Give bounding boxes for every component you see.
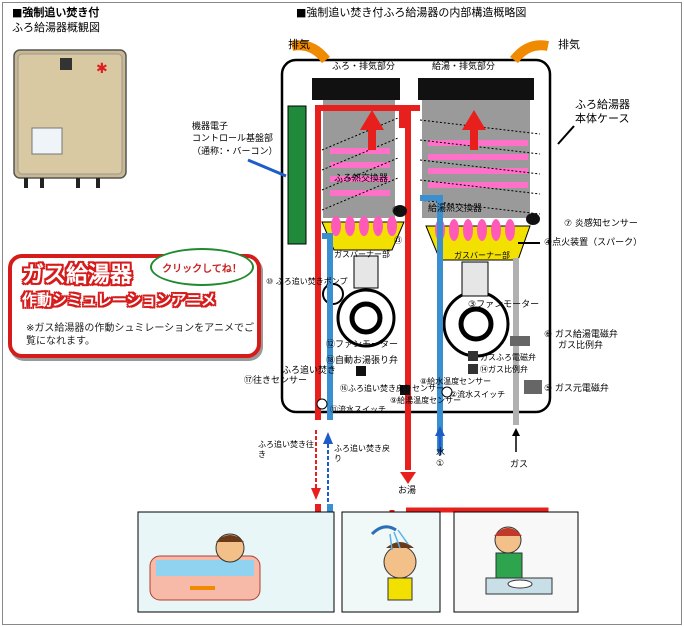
igniter-label: ④点火装置（スパーク）	[544, 238, 643, 248]
exterior-title-2: ふろ給湯器概観図	[12, 21, 100, 34]
promo-note: ※ガス給湯器の作動シュミレーションをアニメでご覧になれます。	[26, 323, 254, 347]
water-flow-switch-icon	[441, 386, 453, 398]
gas-hot-valve-label-1: ⑥ ガス給湯電磁弁	[544, 330, 618, 340]
exhaust-left-label: 排気	[288, 38, 310, 51]
bath-go-sensor-1: ふろ追い焚き	[282, 366, 337, 376]
coil-lines	[321, 117, 541, 215]
sensor-15	[393, 205, 407, 217]
shower-illustration	[370, 525, 417, 601]
case-label-2: 本体ケース	[575, 112, 630, 125]
bath-return-pipe	[322, 233, 333, 420]
gas-hot-valve-label-2: ガス比例弁	[558, 341, 604, 351]
control-board	[287, 105, 307, 245]
flame-sensor-icon	[526, 213, 540, 225]
exterior-unit-illustration: ✱	[13, 49, 127, 188]
flow-switch-label: ②流水スイッチ	[450, 390, 506, 399]
hot-heat-arrow	[462, 110, 486, 150]
bath-return-label: ふろ追い焚き戻り	[334, 444, 390, 463]
svg-text:✱: ✱	[96, 61, 108, 77]
vent-bath-label: ふろ・排気部分	[332, 62, 396, 72]
water-in-label: 水	[436, 448, 446, 458]
control-label-2: コントロール基盤部	[192, 134, 274, 144]
exhaust-left-arrow	[291, 40, 330, 64]
gas-bath-valve-label: ガスふろ電磁弁	[480, 353, 536, 362]
water-flow-sensor-label: ⑧給水温度センサー	[420, 377, 492, 386]
vent-hot-label: 給湯・排気部分	[432, 62, 496, 72]
control-label-1: 機器電子	[192, 122, 229, 132]
main-title: ■強制追い焚き付ふろ給湯器の内部構造概略図	[296, 6, 527, 19]
hot-out-label: お湯	[398, 486, 417, 496]
click-me-button[interactable]: クリックしてね！	[150, 248, 254, 286]
flow-switch-icon	[316, 398, 328, 410]
bath-fan-motor	[336, 255, 396, 348]
control-pointer-arrow	[247, 158, 287, 178]
hot-temp-sensor-label: ⑨給湯温度センサー	[390, 396, 462, 405]
bath-heat-exchanger	[330, 148, 390, 196]
exhaust-right-label: 排気	[558, 38, 580, 51]
label-15: ⑮	[392, 206, 400, 215]
hot-temp-sensor-box	[400, 385, 410, 395]
promo-title: ガス給湯器	[22, 263, 133, 288]
hot-hx-label: 給湯熱交換器	[428, 204, 483, 214]
pump-label: ⑩ ふろ追い焚きポンプ	[266, 277, 348, 286]
gas-hot-valve	[510, 336, 530, 346]
control-label-3: （通称：・バーコン）	[192, 147, 278, 157]
bathtub-illustration	[149, 533, 261, 601]
auto-fill-label: ⑱自動お湯張り弁	[326, 356, 399, 366]
hot-burner	[425, 219, 531, 261]
fan-right-label: ③ファンモーター	[468, 300, 540, 310]
bath-hot-pipe	[315, 105, 405, 420]
cold-water-pipe	[420, 195, 443, 452]
water-num-label: ①	[436, 459, 445, 469]
gas-ratio-valve-box	[468, 364, 478, 374]
case-pointer	[557, 125, 575, 145]
exterior-title-1: ■強制追い焚き付	[12, 6, 100, 19]
flame-sensor-label: ⑦ 炎感知センサー	[564, 219, 638, 229]
hot-water-pipe	[405, 105, 420, 470]
bath-heat-arrow	[360, 110, 384, 150]
flow-switch-small-label: ⑪流水スイッチ	[330, 405, 386, 414]
gas-main-valve	[524, 380, 542, 394]
bath-return-sensor-label: ⑯ふろ追い焚き戻りセンサー	[340, 384, 444, 393]
bath-go-label: ふろ追い焚き往き	[258, 440, 314, 459]
fan-left-label: ⑫ファンモーター	[326, 340, 399, 350]
case-label-1: ふろ給湯器	[575, 98, 630, 111]
hot-fan-motor	[442, 261, 510, 358]
promo-subtitle: 作動シミュレーションアニメ	[22, 291, 217, 309]
auto-fill-valve	[356, 366, 366, 376]
exhaust-right-arrow	[510, 40, 549, 64]
bath-burner	[321, 216, 405, 251]
bath-burner-label: ガスバーナー部	[334, 250, 390, 259]
gas-in-label: ガス	[510, 460, 529, 470]
gas-ratio-valve-label: ⑭ガス比例弁	[480, 365, 528, 374]
bath-hx-label: ふろ熱交換器	[334, 174, 389, 184]
gas-bath-valve-box	[468, 351, 478, 361]
gas-main-valve-label: ⑤ ガス元電磁弁	[544, 384, 609, 394]
label-13: ⑬	[394, 236, 402, 245]
hot-burner-label: ガスバーナー部	[454, 251, 510, 260]
kitchen-illustration	[485, 526, 553, 595]
external-flow-arrows	[311, 426, 520, 502]
bath-go-sensor-2: ⑰往きセンサー	[244, 376, 308, 386]
